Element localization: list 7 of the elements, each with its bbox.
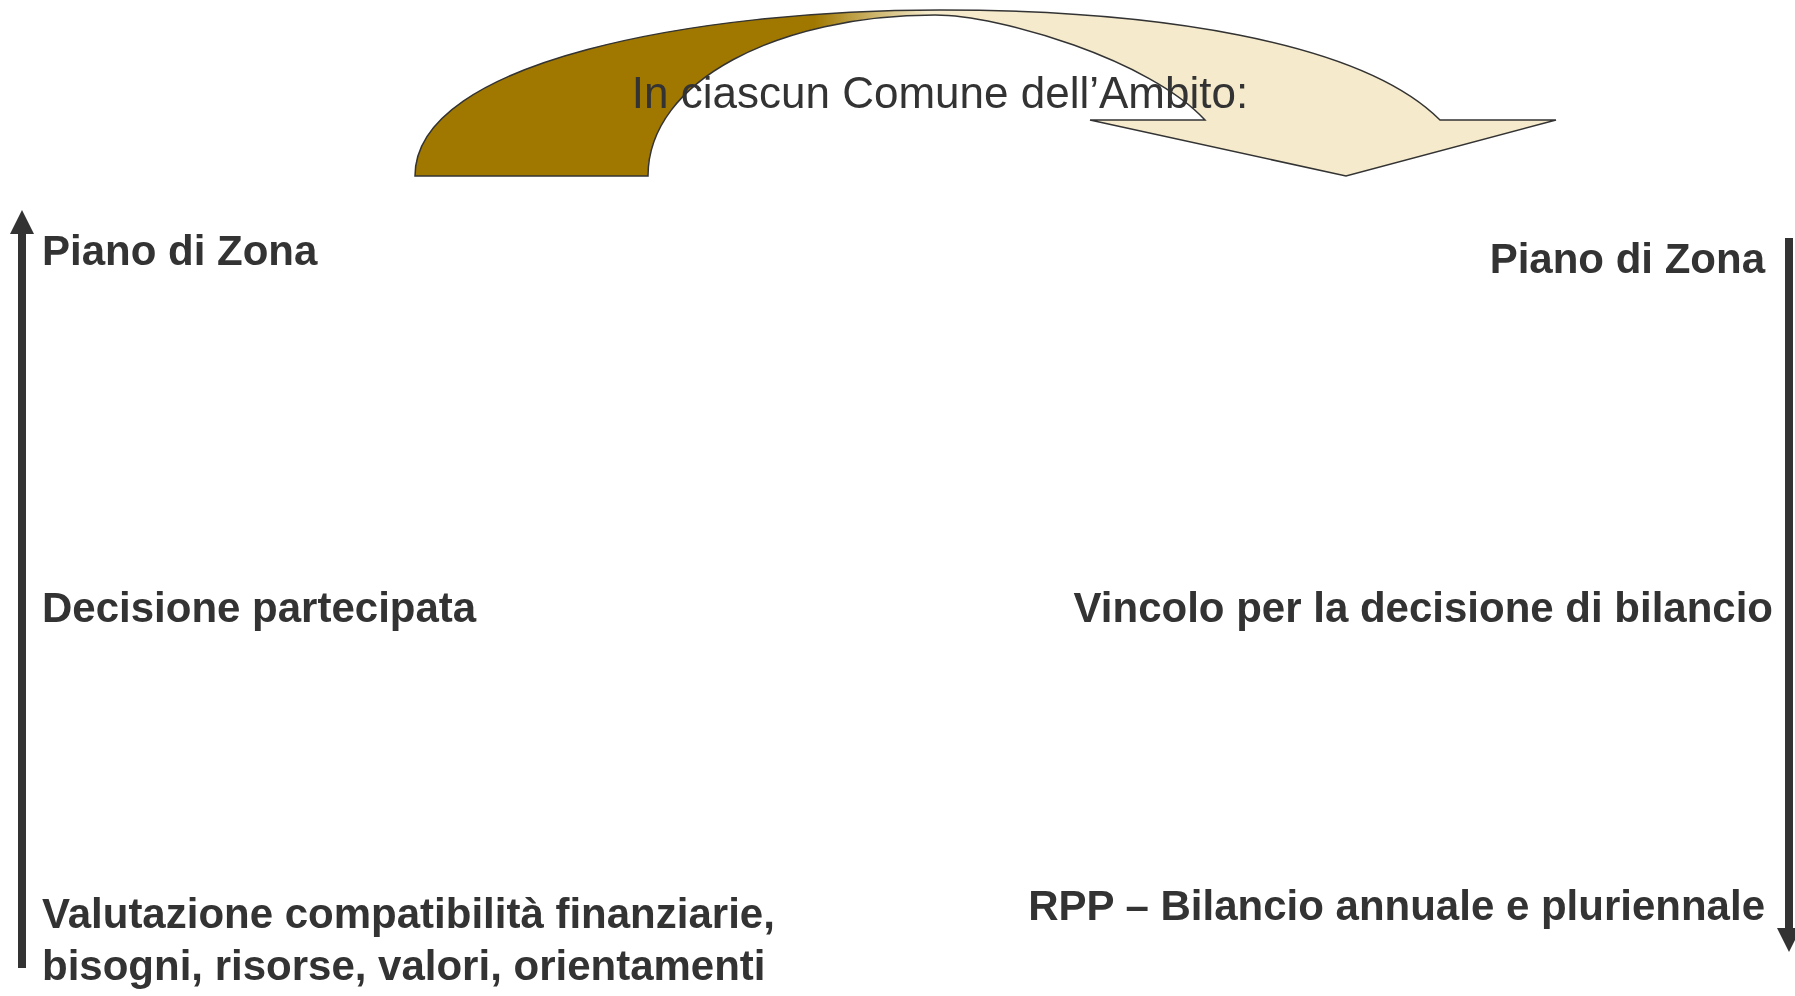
text-label: RPP – Bilancio annuale e pluriennale bbox=[1028, 880, 1765, 932]
curved-arrow bbox=[414, 9, 1557, 177]
text-label: Piano di Zona bbox=[1489, 233, 1765, 285]
text-label: Decisione partecipata bbox=[42, 582, 477, 634]
text-label: Valutazione compatibilità finanziarie, bisogni, risorse, valori, orientamenti bbox=[42, 888, 922, 992]
text-label: Vincolo per la decisione di bilancio bbox=[1073, 582, 1773, 634]
text-label: Piano di Zona bbox=[42, 225, 318, 277]
